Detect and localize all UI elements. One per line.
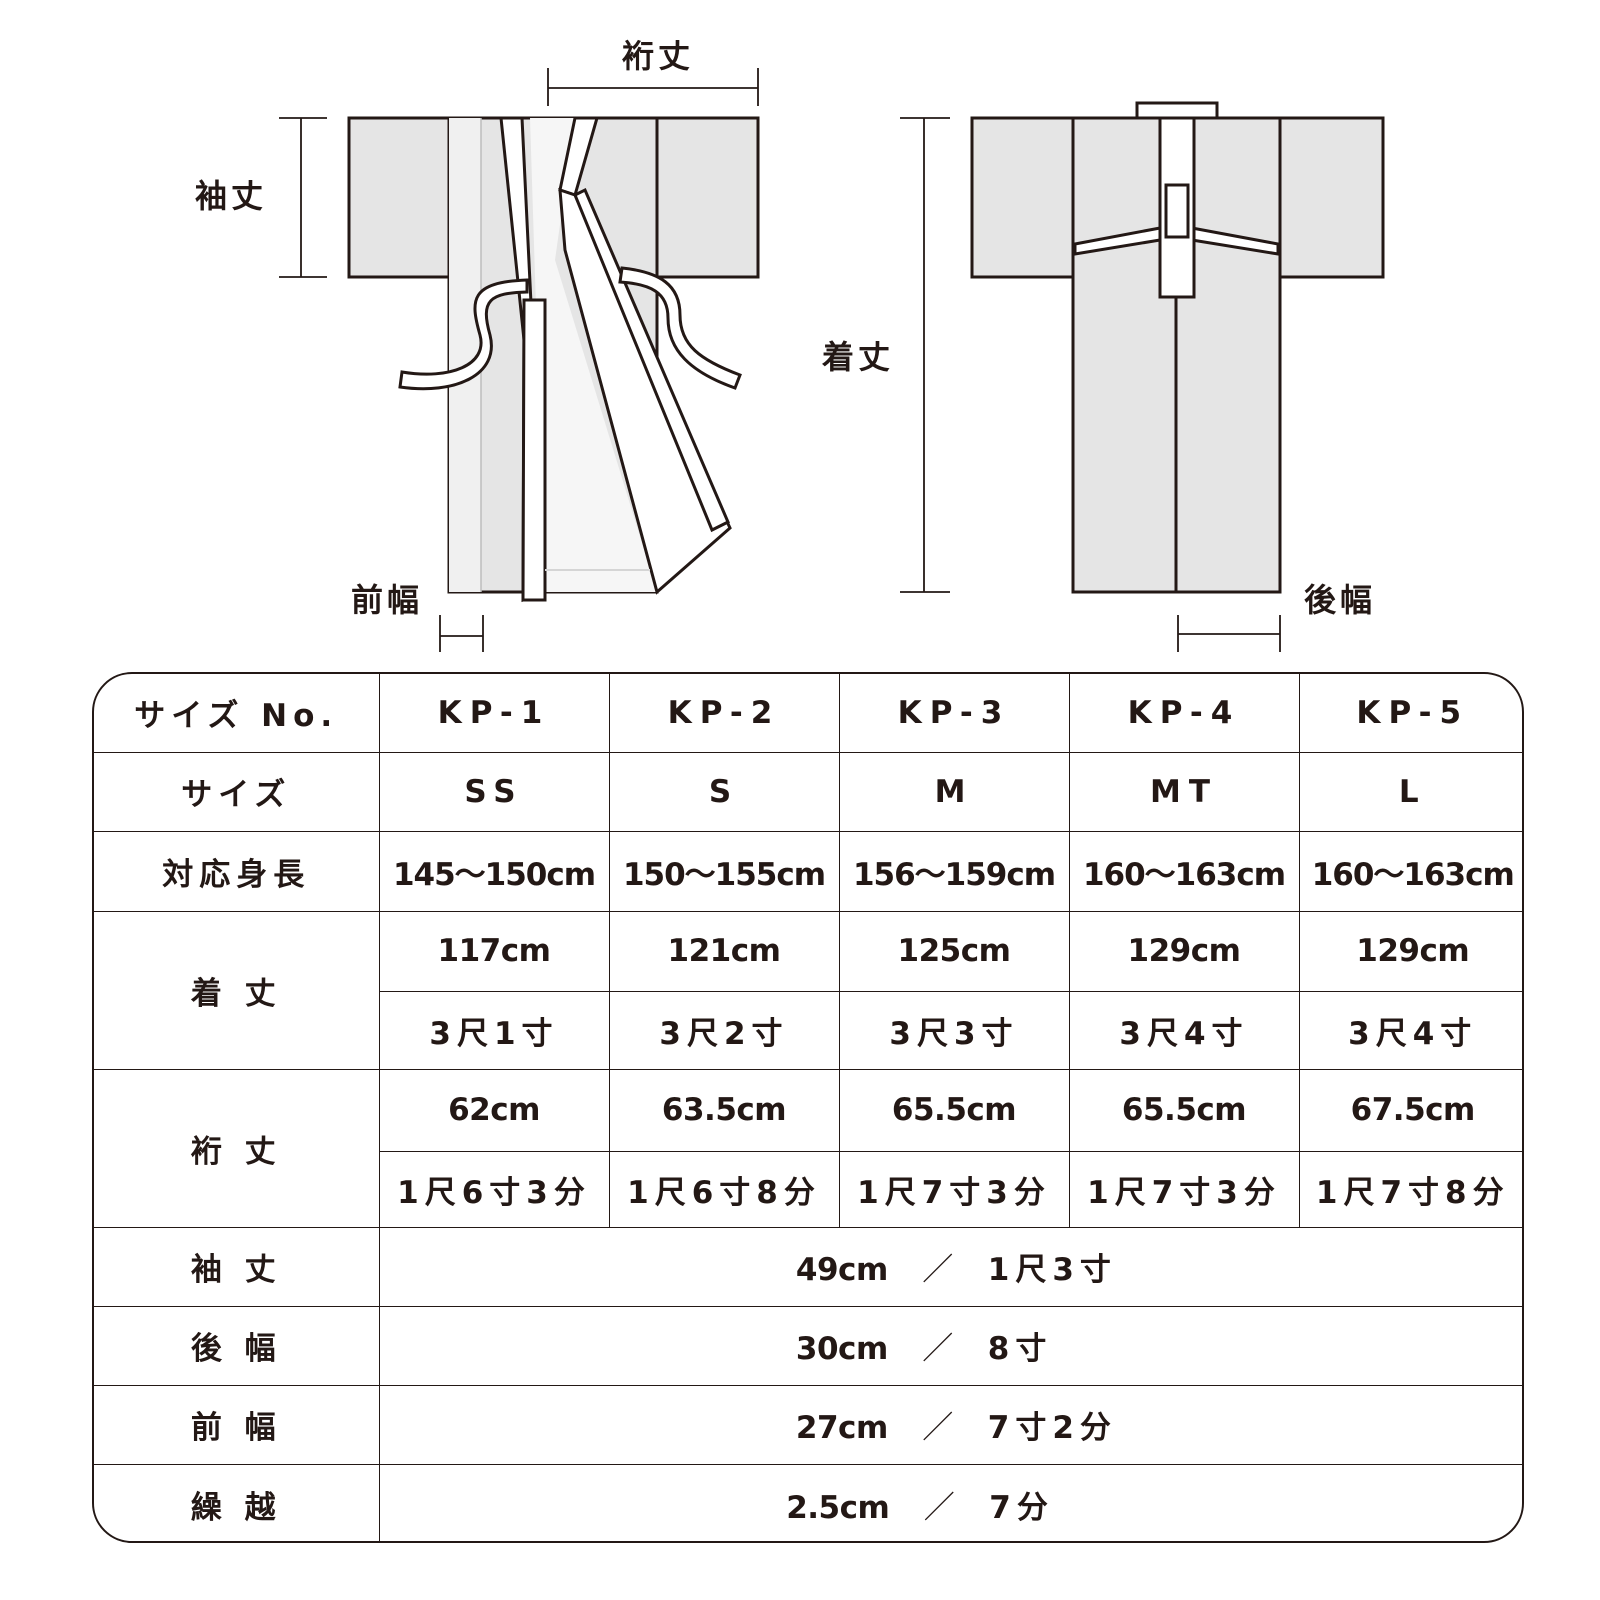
height-cell: 156～159cm — [838, 830, 1070, 912]
kitake-shaku-cell: 3尺4寸 — [1298, 990, 1522, 1070]
kitake-cm-cell: 125cm — [838, 910, 1070, 992]
common-separator: ／ — [922, 1252, 954, 1288]
height-cell: 160～163cm — [1068, 830, 1300, 912]
kitake-cm-cell: 129cm — [1298, 910, 1522, 992]
back-collar-top — [1135, 101, 1219, 120]
yuki-shaku-cell: 1尺7寸8分 — [1298, 1150, 1522, 1228]
front-sash-tie-right — [618, 266, 742, 390]
size-no-cell: KP-5 — [1298, 674, 1522, 753]
table-row-kurikoshi: 繰 越 2.5cm ／ 7分 — [94, 1463, 1522, 1541]
row-label-size: サイズ — [94, 751, 380, 832]
row-label-yuki: 裄 丈 — [94, 1068, 380, 1228]
size-cell: M — [838, 751, 1070, 832]
row-label-height: 対応身長 — [94, 830, 380, 912]
yuki-shaku-cell: 1尺7寸3分 — [838, 1150, 1070, 1228]
label-yuki: 裄丈 — [622, 37, 694, 75]
front-overlap-collar — [573, 187, 730, 533]
kitake-shaku-cell: 3尺4寸 — [1068, 990, 1300, 1070]
common-shaku-value: 7分 — [989, 1489, 1054, 1526]
yuki-shaku-cell: 1尺6寸3分 — [379, 1150, 610, 1228]
common-cm-value: 2.5cm — [786, 1489, 890, 1526]
table-row-ushirohaba: 後 幅 30cm ／ 8寸 — [94, 1305, 1522, 1386]
kitake-shaku-cell: 3尺1寸 — [379, 990, 610, 1070]
front-okumi-panel — [449, 118, 481, 592]
common-cm-value: 49cm — [795, 1252, 888, 1288]
front-sash-tie — [398, 278, 529, 391]
label-kitake: 着丈 — [821, 338, 894, 376]
size-no-cell: KP-1 — [378, 674, 610, 753]
common-separator: ／ — [923, 1489, 955, 1526]
yuki-cm-cell: 65.5cm — [1068, 1068, 1300, 1152]
dimension-lines — [279, 68, 1281, 652]
common-shaku-value: 7寸2分 — [987, 1410, 1117, 1446]
table-row-size-no: サイズ No. KP-1 KP-2 KP-3 KP-4 KP-5 — [94, 674, 1522, 753]
table-row-size: サイズ SS S M MT L — [94, 751, 1522, 832]
table-row-maehaba: 前 幅 27cm ／ 7寸2分 — [94, 1384, 1522, 1465]
kimono-back-view — [970, 101, 1385, 594]
size-table: サイズ No. KP-1 KP-2 KP-3 KP-4 KP-5 サイズ SS … — [94, 674, 1522, 1541]
size-no-cell: KP-3 — [838, 674, 1070, 753]
yuki-cm-cell: 63.5cm — [608, 1068, 840, 1152]
common-shaku-value: 8寸 — [987, 1331, 1053, 1367]
kitake-cm-cell: 129cm — [1068, 910, 1300, 992]
table-row-sodetake: 袖 丈 49cm ／ 1尺3寸 — [94, 1226, 1522, 1307]
row-label-kitake: 着 丈 — [94, 910, 380, 1070]
row-label-ushirohaba: 後 幅 — [94, 1305, 380, 1386]
size-no-cell: KP-4 — [1068, 674, 1300, 753]
size-cell: SS — [378, 751, 610, 832]
yuki-cm-cell: 62cm — [378, 1068, 610, 1152]
label-sodetake: 袖丈 — [195, 177, 267, 215]
kitake-shaku-cell: 3尺2寸 — [608, 990, 840, 1070]
size-cell: MT — [1068, 751, 1300, 832]
common-shaku-value: 1尺3寸 — [987, 1252, 1117, 1288]
table-row-height: 対応身長 145～150cm 150～155cm 156～159cm 160～1… — [94, 830, 1522, 912]
ushirohaba-value-cell: 30cm ／ 8寸 — [378, 1305, 1522, 1386]
size-cell: L — [1298, 751, 1522, 832]
table-row-kitake-shaku: 3尺1寸 3尺2寸 3尺3寸 3尺4寸 3尺4寸 — [94, 990, 1522, 1070]
yuki-shaku-cell: 1尺7寸3分 — [1068, 1150, 1300, 1228]
common-cm-value: 27cm — [795, 1410, 888, 1446]
table-row-yuki-cm: 裄 丈 62cm 63.5cm 65.5cm 65.5cm 67.5cm — [94, 1068, 1522, 1228]
maehaba-value-cell: 27cm ／ 7寸2分 — [378, 1384, 1522, 1465]
kimono-diagram: 裄丈 袖丈 着丈 前幅 後幅 — [195, 37, 1385, 652]
yuki-cm-cell: 67.5cm — [1298, 1068, 1522, 1152]
yuki-shaku-cell: 1尺6寸8分 — [608, 1150, 840, 1228]
row-label-sodetake: 袖 丈 — [94, 1226, 380, 1307]
label-maehaba: 前幅 — [351, 581, 423, 619]
label-ushirohaba: 後幅 — [1304, 581, 1376, 619]
kimono-front-view — [347, 116, 760, 603]
height-cell: 145～150cm — [378, 830, 610, 912]
yuki-cm-cell: 65.5cm — [838, 1068, 1070, 1152]
row-label-maehaba: 前 幅 — [94, 1384, 380, 1465]
front-overlap-panel — [558, 187, 732, 595]
kitake-cm-cell: 121cm — [608, 910, 840, 992]
kurikoshi-value-cell: 2.5cm ／ 7分 — [378, 1463, 1522, 1541]
size-cell: S — [608, 751, 840, 832]
size-no-cell: KP-2 — [608, 674, 840, 753]
common-separator: ／ — [922, 1410, 954, 1446]
front-left-collar-strip — [521, 298, 547, 602]
back-collar-loop — [1164, 183, 1190, 239]
row-label-size-no: サイズ No. — [94, 674, 380, 753]
height-cell: 150～155cm — [608, 830, 840, 912]
row-label-kurikoshi: 繰 越 — [94, 1463, 380, 1541]
common-cm-value: 30cm — [795, 1331, 888, 1367]
front-inner-area — [515, 118, 657, 592]
sodetake-value-cell: 49cm ／ 1尺3寸 — [378, 1226, 1522, 1307]
height-cell: 160～163cm — [1298, 830, 1522, 912]
kitake-cm-cell: 117cm — [378, 910, 610, 992]
size-table-container: サイズ No. KP-1 KP-2 KP-3 KP-4 KP-5 サイズ SS … — [92, 672, 1524, 1543]
kitake-shaku-cell: 3尺3寸 — [838, 990, 1070, 1070]
table-row-kitake-cm: 着 丈 117cm 121cm 125cm 129cm 129cm — [94, 910, 1522, 1070]
common-separator: ／ — [922, 1331, 954, 1367]
